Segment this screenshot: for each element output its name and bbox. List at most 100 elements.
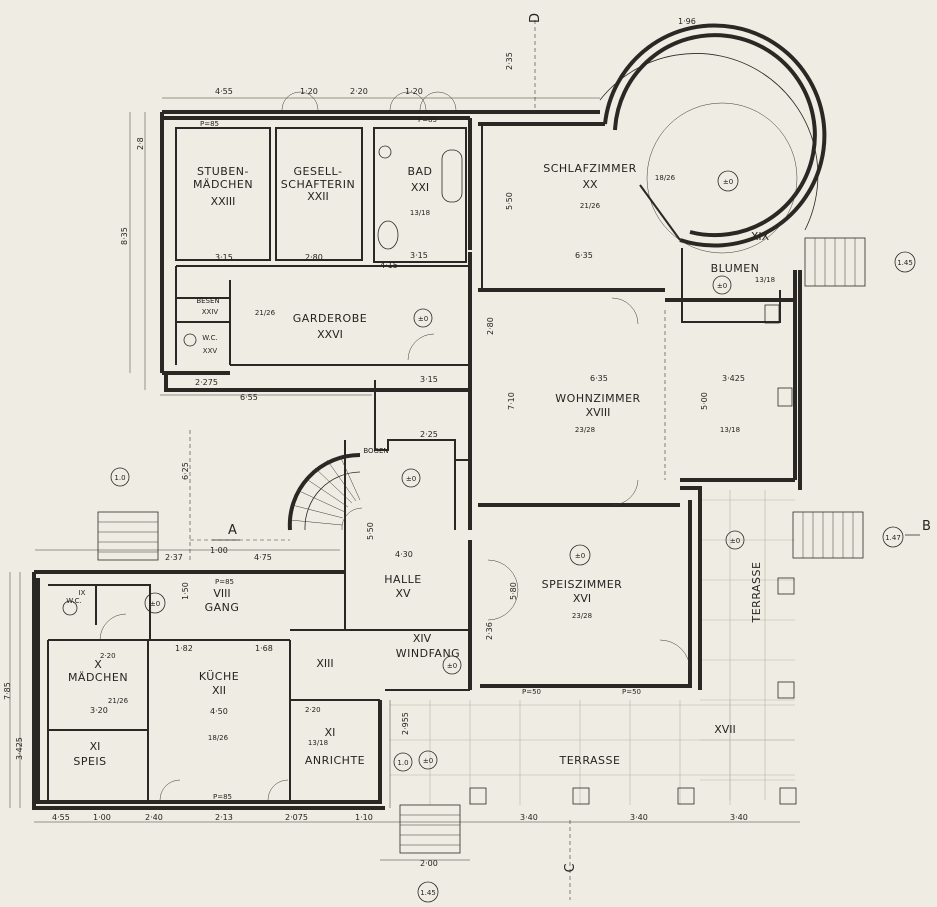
svg-text:7·85: 7·85 xyxy=(3,682,12,700)
svg-text:2·80: 2·80 xyxy=(486,317,495,335)
svg-text:2·37: 2·37 xyxy=(165,553,183,562)
room-kueche: KÜCHE XII 18/26 xyxy=(199,670,239,742)
room-name: KÜCHE xyxy=(199,670,239,683)
room-number: XXIV xyxy=(202,308,219,316)
level-mark: ±0 xyxy=(712,275,732,295)
room-name: GESELL- xyxy=(294,165,343,178)
svg-text:1.45: 1.45 xyxy=(897,259,913,267)
room-number: XXV xyxy=(203,347,218,355)
spiral-staircase xyxy=(287,452,363,531)
room-name-line2: SCHAFTERIN xyxy=(281,178,355,191)
svg-text:2·20: 2·20 xyxy=(100,652,116,660)
room-name-line2: MÄDCHEN xyxy=(193,178,253,191)
room-area: 23/28 xyxy=(572,612,592,620)
room-number: XVII xyxy=(714,723,736,736)
svg-text:1·20: 1·20 xyxy=(405,87,423,96)
room-gesellschafterin: GESELL- SCHAFTERIN XXII xyxy=(281,165,355,203)
dimension-texts-left: 8·35 2·8 6·25 7·85 3·425 xyxy=(3,137,190,760)
svg-text:4·55: 4·55 xyxy=(52,813,70,822)
height-circle: 1.0 xyxy=(110,467,130,487)
room-maedchen: X MÄDCHEN 21/26 xyxy=(68,658,129,705)
svg-text:2·35: 2·35 xyxy=(505,52,514,70)
svg-text:5·00: 5·00 xyxy=(700,392,709,410)
level-mark: ±0 xyxy=(418,750,438,770)
room-name: ANRICHTE xyxy=(305,754,365,767)
svg-text:P=85: P=85 xyxy=(418,116,437,124)
room-bad: BAD XXI 13/18 xyxy=(407,165,432,217)
svg-text:±0: ±0 xyxy=(723,178,733,186)
room-anrichte: ANRICHTE XI 13/18 xyxy=(305,726,365,767)
room-name: TERRASSE xyxy=(750,562,763,624)
svg-text:1·20: 1·20 xyxy=(300,87,318,96)
room-number: XVI xyxy=(573,592,591,605)
height-circle: 1.45 xyxy=(417,881,439,903)
room-name: MÄDCHEN xyxy=(68,671,128,684)
svg-text:6·35: 6·35 xyxy=(575,251,593,260)
svg-text:5·50: 5·50 xyxy=(366,522,375,540)
room-number: X xyxy=(94,658,102,671)
svg-text:1·82: 1·82 xyxy=(175,644,193,653)
terrace-pillars xyxy=(469,304,797,805)
svg-text:2·00: 2·00 xyxy=(420,859,438,868)
room-area: 18/26 xyxy=(208,734,229,742)
room-area-bay: 18/26 xyxy=(655,174,676,182)
svg-text:1·50: 1·50 xyxy=(181,582,190,600)
svg-text:5·50: 5·50 xyxy=(505,192,514,210)
terrace-bottom: TERRASSE XVII xyxy=(559,723,736,767)
svg-text:1.47: 1.47 xyxy=(885,534,901,542)
room-number: XXI xyxy=(411,181,429,194)
level-mark: ±0 xyxy=(569,544,591,566)
room-besen: BESEN XXIV xyxy=(196,297,219,316)
dimension-texts-mid: 3·15 2·80 4·15 3·15 6·35 6·35 3·425 5·50… xyxy=(215,192,745,735)
svg-text:4·50: 4·50 xyxy=(210,707,228,716)
interior-walls-middle xyxy=(344,380,471,691)
svg-text:3·15: 3·15 xyxy=(410,251,428,260)
svg-text:3·40: 3·40 xyxy=(630,813,648,822)
svg-text:2·075: 2·075 xyxy=(285,813,308,822)
svg-text:±0: ±0 xyxy=(575,552,585,560)
dimension-texts-bottom: 4·55 1·00 2·40 2·13 2·075 1·10 3·40 3·40… xyxy=(52,813,748,868)
room-area-secondary: 13/18 xyxy=(720,426,740,434)
room-speisezimmer: SPEISZIMMER XVI 23/28 xyxy=(542,578,622,620)
room-area: 21/26 xyxy=(108,697,129,705)
room-name: SCHLAFZIMMER xyxy=(543,162,637,175)
bath-fixtures xyxy=(62,145,463,616)
svg-text:2·25: 2·25 xyxy=(420,430,438,439)
level-mark: ±0 xyxy=(725,530,745,550)
room-wc-upper: W.C. XXV xyxy=(202,334,217,355)
svg-text:1·00: 1·00 xyxy=(93,813,111,822)
dimension-texts-labels: P=85 P=85 P=85 P=85 P=50 P=50 2·20 2·20 … xyxy=(90,116,641,801)
level-mark: ±0 xyxy=(717,170,739,192)
room-wc-lower: W.C. IX xyxy=(66,589,85,605)
svg-text:1·10: 1·10 xyxy=(355,813,373,822)
room-name: SPEIS xyxy=(73,755,106,768)
room-windfang: XIV WINDFANG xyxy=(396,632,460,660)
room-name: GANG xyxy=(205,601,240,614)
level-mark: ±0 xyxy=(144,592,166,614)
rotunda xyxy=(599,23,827,254)
room-area: 13/18 xyxy=(755,276,775,284)
room-garderobe: GARDEROBE XXVI 21/26 xyxy=(255,309,367,341)
svg-text:2·80: 2·80 xyxy=(305,253,323,262)
room-number: VIII xyxy=(213,587,230,600)
room-name: W.C. xyxy=(202,334,217,342)
room-stubenmaedchen: STUBEN- MÄDCHEN XXIII xyxy=(193,165,253,208)
svg-text:1·00: 1·00 xyxy=(210,546,228,555)
svg-text:P=50: P=50 xyxy=(522,688,541,696)
height-circles: 1.0 1.45 1.47 1.0 1.45 xyxy=(110,251,916,903)
height-circle: 1.0 xyxy=(393,752,413,772)
svg-text:±0: ±0 xyxy=(423,757,433,765)
terrace-grid-right xyxy=(700,490,795,800)
svg-text:3·20: 3·20 xyxy=(90,706,108,715)
room-number: XIX xyxy=(751,230,770,243)
svg-text:4·15: 4·15 xyxy=(380,261,398,270)
terrace-right: TERRASSE xyxy=(750,562,763,624)
dimension-lines xyxy=(9,20,800,900)
room-area: 21/26 xyxy=(255,309,276,317)
svg-text:1·68: 1·68 xyxy=(255,644,273,653)
room-name: TERRASSE xyxy=(559,754,621,767)
room-number: XX xyxy=(582,178,598,191)
svg-text:1.0: 1.0 xyxy=(397,759,408,767)
room-schlafzimmer: SCHLAFZIMMER XX 21/26 18/26 xyxy=(543,162,675,210)
room-name: HALLE xyxy=(384,573,422,586)
